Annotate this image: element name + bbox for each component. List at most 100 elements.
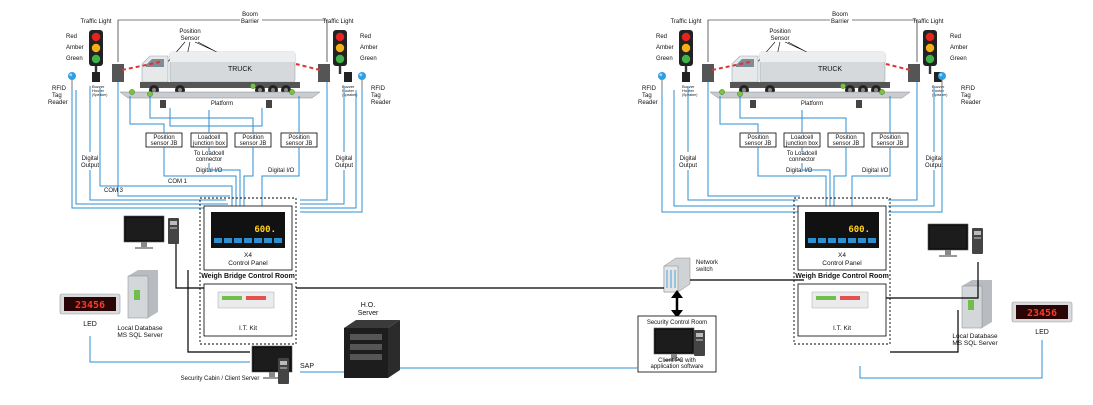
- svg-text:Hooter: Hooter: [932, 88, 945, 93]
- svg-text:MS SQL Server: MS SQL Server: [117, 332, 163, 339]
- svg-text:Red: Red: [66, 34, 77, 40]
- svg-text:(Speaker): (Speaker): [932, 93, 947, 97]
- svg-text:To Loadcell: To Loadcell: [787, 151, 817, 157]
- central-network: H.O. Server Security Cabin / Client Serv…: [181, 257, 804, 384]
- svg-text:Position: Position: [879, 135, 900, 141]
- network-switch-icon: [663, 257, 691, 293]
- svg-text:Digital I/O: Digital I/O: [196, 168, 223, 174]
- buzzer-icon: [344, 72, 352, 82]
- svg-text:Buzzer: Buzzer: [932, 84, 945, 89]
- svg-text:Local Database: Local Database: [952, 333, 998, 340]
- computer-tower-icon: [972, 228, 983, 254]
- svg-text:RFID: RFID: [642, 86, 657, 92]
- rfid-reader-icon: [357, 71, 367, 91]
- svg-text:Amber: Amber: [656, 45, 674, 51]
- svg-text:junction box: junction box: [192, 141, 225, 147]
- svg-text:switch: switch: [696, 267, 713, 273]
- svg-text:Buzzer: Buzzer: [342, 84, 355, 89]
- svg-text:COM 3: COM 3: [104, 188, 124, 194]
- svg-text:To Loadcell: To Loadcell: [194, 151, 224, 157]
- svg-text:connector: connector: [196, 157, 222, 163]
- position-sensor-label: Position: [179, 29, 200, 35]
- svg-text:Digital: Digital: [680, 156, 697, 162]
- weigh-bridge-label: Weigh Bridge Control Room: [201, 273, 295, 280]
- svg-text:Barrier: Barrier: [241, 19, 259, 25]
- svg-text:Position: Position: [153, 135, 174, 141]
- svg-text:Reader: Reader: [48, 100, 68, 106]
- svg-text:Tag: Tag: [961, 93, 971, 99]
- truck-icon: [139, 51, 301, 96]
- svg-text:sensor JB: sensor JB: [833, 141, 860, 147]
- buzzer-icon: [682, 72, 690, 82]
- computer-monitor-icon: [123, 215, 165, 250]
- local-db-label: Local Database: [117, 325, 163, 332]
- svg-text:Hooter: Hooter: [342, 88, 355, 93]
- buzzer-icon: [92, 72, 100, 82]
- svg-text:Loadcell: Loadcell: [791, 135, 813, 141]
- loadcell-icon: [856, 100, 862, 108]
- svg-text:sensor JB: sensor JB: [877, 141, 904, 147]
- server-tower-icon: [961, 279, 993, 329]
- truck-label: TRUCK: [228, 66, 252, 73]
- svg-text:Tag: Tag: [52, 93, 62, 99]
- platform-label: Platform: [211, 101, 233, 107]
- svg-text:Green: Green: [66, 56, 83, 62]
- server-tower-icon: [127, 269, 159, 319]
- security-room-label: Security Control Room: [647, 320, 707, 326]
- svg-text:Amber: Amber: [360, 45, 378, 51]
- svg-text:application software: application software: [650, 364, 704, 370]
- svg-text:Output: Output: [925, 163, 943, 169]
- svg-text:(Speaker): (Speaker): [342, 93, 357, 97]
- loadcell-icon: [750, 100, 756, 108]
- svg-text:Digital I/O: Digital I/O: [268, 168, 295, 174]
- svg-text:sensor JB: sensor JB: [745, 141, 772, 147]
- svg-text:sensor JB: sensor JB: [240, 141, 267, 147]
- rfid-reader-icon: [657, 71, 667, 91]
- svg-text:sensor JB: sensor JB: [286, 141, 313, 147]
- svg-text:Red: Red: [656, 34, 667, 40]
- platform: [709, 91, 911, 99]
- svg-text:Server: Server: [358, 310, 379, 317]
- svg-text:Green: Green: [360, 56, 377, 62]
- boom-barrier-icon: [702, 61, 920, 82]
- svg-text:Boom: Boom: [832, 12, 848, 18]
- x4-keypad: [808, 238, 876, 243]
- weigh-bridge-control-room: [199, 197, 297, 345]
- svg-text:Loadcell: Loadcell: [198, 135, 220, 141]
- x4-keypad: [214, 238, 282, 243]
- svg-text:Digital I/O: Digital I/O: [862, 168, 889, 174]
- left-weighbridge-site: Boom Barrier Traffic Light Red Amber Gre…: [48, 12, 391, 363]
- svg-text:TRUCK: TRUCK: [818, 66, 842, 73]
- svg-text:23456: 23456: [1027, 308, 1057, 319]
- right-weighbridge-site: Boom Barrier Traffic Light Red Amber Gre…: [638, 12, 1073, 379]
- svg-text:RFID: RFID: [961, 86, 976, 92]
- rfid-label: RFID: [52, 86, 67, 92]
- svg-text:23456: 23456: [75, 300, 105, 311]
- svg-text:600.: 600.: [254, 225, 276, 235]
- computer-tower-icon: [278, 358, 289, 384]
- svg-text:Sensor: Sensor: [770, 36, 789, 42]
- svg-text:Tag: Tag: [642, 93, 652, 99]
- svg-text:MS SQL Server: MS SQL Server: [952, 340, 998, 347]
- svg-text:Tag: Tag: [371, 93, 381, 99]
- svg-text:Client PC with: Client PC with: [658, 358, 696, 364]
- computer-tower-icon: [694, 330, 705, 356]
- truck-icon: [729, 51, 891, 96]
- svg-text:600.: 600.: [848, 225, 870, 235]
- rfid-reader-icon: [67, 71, 77, 91]
- svg-text:Position: Position: [242, 135, 263, 141]
- svg-text:Digital: Digital: [336, 156, 353, 162]
- svg-text:Traffic Light: Traffic Light: [670, 19, 701, 25]
- svg-text:Reader: Reader: [638, 100, 658, 106]
- svg-text:Reader: Reader: [961, 100, 981, 106]
- svg-text:Control Panel: Control Panel: [228, 260, 268, 267]
- svg-text:X4: X4: [244, 252, 252, 259]
- svg-text:Green: Green: [656, 56, 673, 62]
- loadcell-icon: [160, 100, 166, 108]
- svg-text:sensor JB: sensor JB: [151, 141, 178, 147]
- svg-text:Reader: Reader: [371, 100, 391, 106]
- svg-text:Sensor: Sensor: [180, 36, 199, 42]
- svg-text:X4: X4: [838, 252, 846, 259]
- svg-text:Position: Position: [288, 135, 309, 141]
- ho-server-label: H.O.: [361, 302, 375, 309]
